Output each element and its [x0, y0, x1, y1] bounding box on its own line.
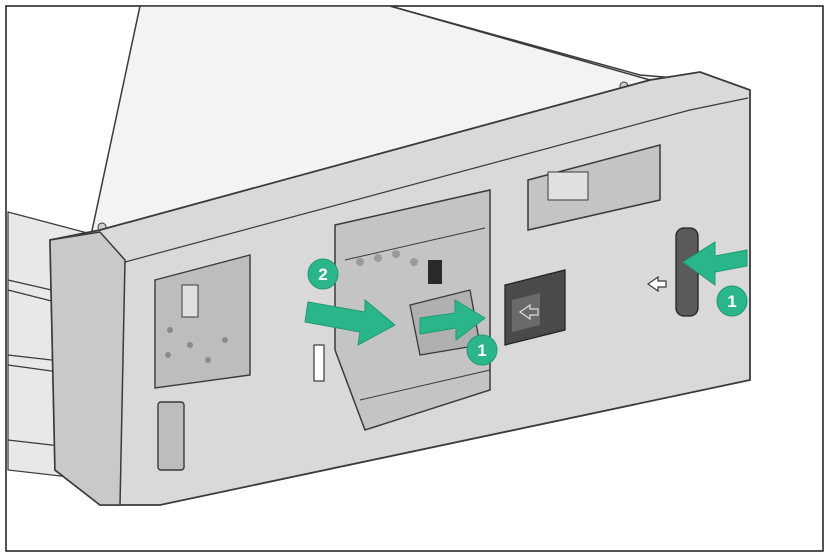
arrow-left-icon [682, 241, 748, 286]
outline-arrow-icon [518, 303, 539, 321]
arrow-right-icon-center [419, 299, 486, 342]
left-window [154, 254, 251, 389]
release-button [504, 269, 566, 346]
small-slot [313, 344, 325, 382]
bezel-left-ear [49, 231, 126, 506]
callout-step-2-label: 2 [318, 265, 327, 284]
callout-step-2: 2 [307, 258, 339, 290]
chassis-top-edge [389, 5, 651, 81]
top-right-opening [527, 144, 661, 231]
outline-arrow-icon-right [646, 275, 667, 293]
arrow-right-icon [304, 298, 396, 346]
callout-step-1-right: 1 [716, 285, 748, 317]
latch-clip [428, 260, 442, 284]
bezel-bevel [124, 97, 749, 263]
callout-step-1-center-label: 1 [477, 341, 486, 360]
callout-step-1-center: 1 [466, 334, 498, 366]
left-slot [157, 401, 185, 471]
callout-step-1-right-label: 1 [727, 292, 736, 311]
